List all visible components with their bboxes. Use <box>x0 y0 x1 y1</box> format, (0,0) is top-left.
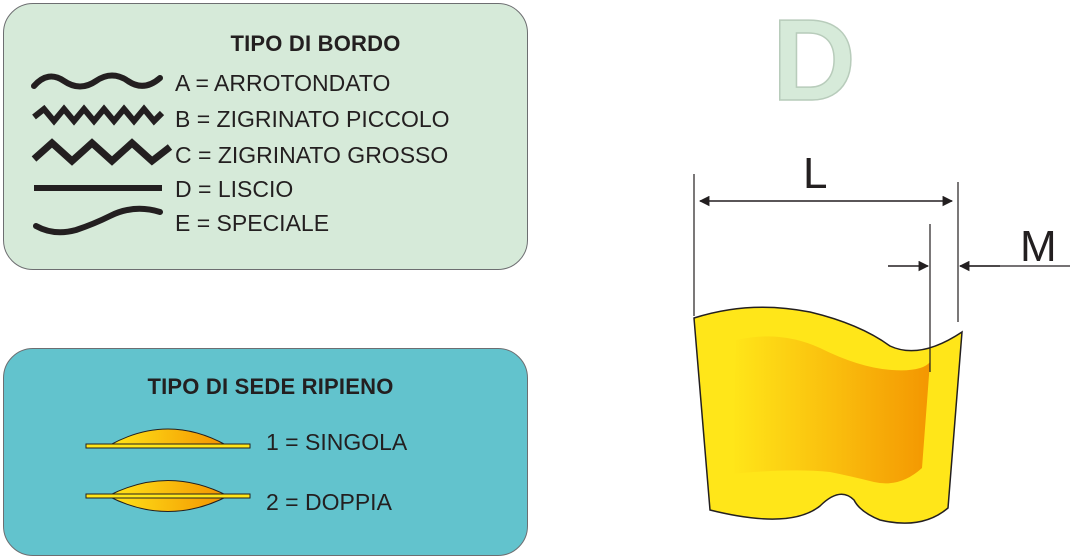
double-lens-icon <box>85 480 251 512</box>
wave-round-icon <box>31 72 163 90</box>
zigzag-small-icon <box>32 104 165 126</box>
edge-type-c-label: C = ZIGRINATO GROSSO <box>175 142 449 168</box>
straight-line-icon <box>34 185 162 191</box>
filling-seat-1-label: 1 = SINGOLA <box>266 429 408 455</box>
edge-type-e-label: E = SPECIALE <box>175 210 330 236</box>
filling-seat-title: TIPO DI SEDE RIPIENO <box>147 374 394 399</box>
edge-type-b-label: B = ZIGRINATO PICCOLO <box>175 106 450 132</box>
filling-seat-2-label: 2 = DOPPIA <box>266 489 392 515</box>
edge-type-title: TIPO DI BORDO <box>230 31 401 56</box>
zigzag-large-icon <box>31 138 173 166</box>
filling-seat-legend: TIPO DI SEDE RIPIENO 1 = SINGOLA 2 = DOP… <box>3 348 528 556</box>
pasta-dimension-diagram: D L M <box>693 0 1070 524</box>
s-curve-icon <box>33 205 163 236</box>
pasta-filling-area <box>732 336 930 484</box>
dim-label-l: L <box>803 149 827 198</box>
edge-type-legend: TIPO DI BORDO A = ARROTONDATO B = ZIGRIN… <box>3 3 528 270</box>
edge-type-a-label: A = ARROTONDATO <box>175 70 391 96</box>
type-letter: D <box>772 0 856 125</box>
dim-label-m: M <box>1020 222 1057 271</box>
single-lens-icon <box>85 428 251 449</box>
edge-type-d-label: D = LISCIO <box>175 176 294 202</box>
